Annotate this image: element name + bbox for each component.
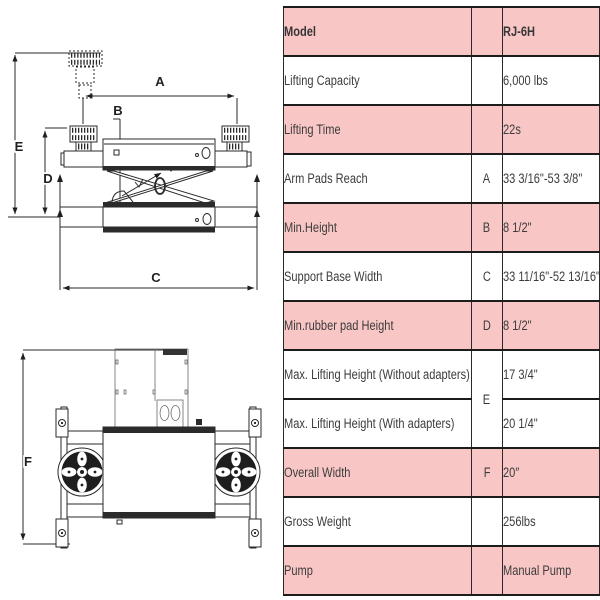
spec-label: Overall Width bbox=[283, 448, 472, 498]
technical-drawings: A B C D E bbox=[8, 50, 262, 549]
spec-ref-merged: E bbox=[471, 350, 503, 449]
spec-value: 8 1/2" bbox=[502, 203, 600, 253]
spec-label: Pump bbox=[283, 546, 472, 596]
table-row: Max. Lifting Height (With adapters) 20 1… bbox=[283, 399, 600, 449]
spec-label: Model bbox=[283, 7, 472, 57]
table-row: Model RJ-6H bbox=[283, 7, 600, 57]
spec-value: 33 11/16"-52 13/16" bbox=[502, 252, 600, 302]
table-row: Lifting Time 22s bbox=[283, 105, 600, 155]
spec-label: Min.Height bbox=[283, 203, 472, 253]
side-view-diagram: A B C D E bbox=[8, 50, 260, 291]
spec-label: Min.rubber pad Height bbox=[283, 301, 472, 351]
dim-label-f: F bbox=[24, 454, 32, 469]
table-row: Gross Weight 256lbs bbox=[283, 497, 600, 547]
spec-value: 8 1/2" bbox=[502, 301, 600, 351]
spec-value: 6,000 lbs bbox=[502, 56, 600, 106]
table-row: Min.Height B 8 1/2" bbox=[283, 203, 600, 253]
spec-ref bbox=[471, 497, 503, 547]
spec-ref: C bbox=[471, 252, 503, 302]
table-row: Arm Pads Reach A 33 3/16"-53 3/8" bbox=[283, 154, 600, 204]
spec-ref: D bbox=[471, 301, 503, 351]
spec-label: Max. Lifting Height (Without adapters) bbox=[283, 350, 472, 400]
spec-value: Manual Pump bbox=[502, 546, 600, 596]
spec-ref bbox=[471, 56, 503, 106]
spec-label: Gross Weight bbox=[283, 497, 472, 547]
spec-table: Model RJ-6H Lifting Capacity 6,000 lbs L… bbox=[283, 6, 600, 596]
table-row: Pump Manual Pump bbox=[283, 546, 600, 596]
top-view-diagram: F bbox=[20, 348, 262, 549]
spec-ref: F bbox=[471, 448, 503, 498]
table-row: Min.rubber pad Height D 8 1/2" bbox=[283, 301, 600, 351]
spec-ref bbox=[471, 105, 503, 155]
spec-label: Lifting Capacity bbox=[283, 56, 472, 106]
table-row: Overall Width F 20″ bbox=[283, 448, 600, 498]
spec-label: Max. Lifting Height (With adapters) bbox=[283, 399, 472, 449]
dim-label-d: D bbox=[43, 171, 52, 186]
spec-value: 17 3/4" bbox=[502, 350, 600, 400]
spec-value: 256lbs bbox=[502, 497, 600, 547]
spec-value: RJ-6H bbox=[502, 7, 600, 57]
dim-label-a: A bbox=[155, 74, 165, 89]
table-row: Max. Lifting Height (Without adapters) E… bbox=[283, 350, 600, 449]
table-row: Lifting Capacity 6,000 lbs bbox=[283, 56, 600, 106]
dim-label-b: B bbox=[113, 103, 122, 118]
spec-label: Arm Pads Reach bbox=[283, 154, 472, 204]
spec-ref bbox=[471, 546, 503, 596]
spec-value: 20″ bbox=[502, 448, 600, 498]
spec-label: Support Base Width bbox=[283, 252, 472, 302]
spec-ref bbox=[471, 7, 503, 57]
spec-ref: A bbox=[471, 154, 503, 204]
table-row: Support Base Width C 33 11/16"-52 13/16" bbox=[283, 252, 600, 302]
right-wheel bbox=[211, 447, 261, 497]
spec-ref: B bbox=[471, 203, 503, 253]
left-wheel bbox=[57, 447, 107, 497]
spec-value: 20 1/4" bbox=[502, 399, 600, 449]
spec-value: 22s bbox=[502, 105, 600, 155]
spec-value: 33 3/16"-53 3/8" bbox=[502, 154, 600, 204]
dim-label-c: C bbox=[151, 270, 161, 285]
spec-label: Lifting Time bbox=[283, 105, 472, 155]
dim-label-e: E bbox=[15, 139, 24, 154]
